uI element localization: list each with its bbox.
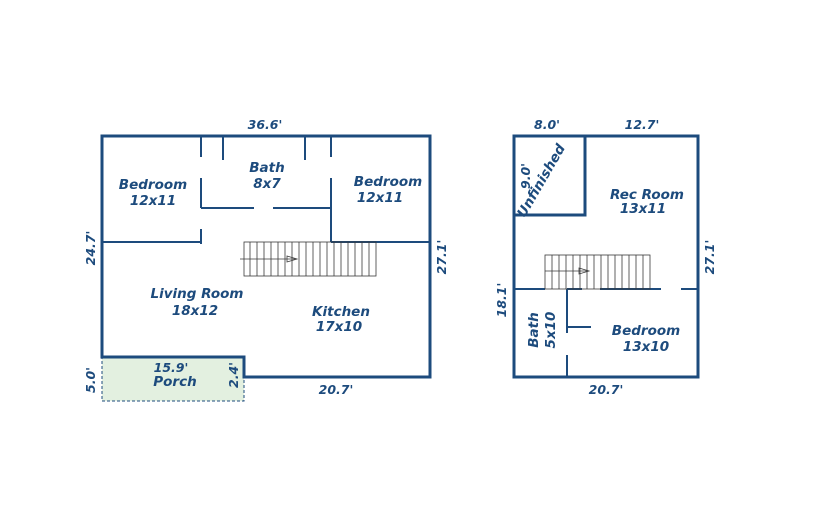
lower-floor-stairs xyxy=(544,254,651,290)
dim-porch-top: 15.9' xyxy=(154,360,189,375)
dim-lower-bottom: 20.7' xyxy=(589,382,624,397)
room-size-living-room: 18x12 xyxy=(172,303,218,319)
dim-main-left: 24.7' xyxy=(83,231,98,266)
room-name-bedroom-left: Bedroom xyxy=(119,177,187,193)
room-size-bedroom-right: 12x11 xyxy=(357,190,403,206)
room-size-lower-bedroom: 13x10 xyxy=(623,339,669,355)
room-size-bedroom-left: 12x11 xyxy=(130,193,176,209)
room-size-bath: 8x7 xyxy=(253,176,281,192)
main-floor-plan: Bedroom 12x11 Bath 8x7 Bedroom 12x11 Liv… xyxy=(83,117,449,402)
room-name-living-room: Living Room xyxy=(151,286,244,302)
main-floor-outer-wall xyxy=(100,134,432,379)
dim-porch-right: 2.4' xyxy=(226,362,241,388)
room-size-lower-bath: 5x10 xyxy=(543,312,559,349)
room-size-rec-room: 13x11 xyxy=(620,201,666,217)
dim-main-bottom: 20.7' xyxy=(319,382,354,397)
room-name-lower-bath: Bath xyxy=(526,312,542,347)
lower-floor-outer-wall xyxy=(512,134,700,379)
dim-lower-right: 27.1' xyxy=(702,240,717,275)
dim-lower-left: 18.1' xyxy=(494,283,509,318)
lower-floor-plan: Unfinished 9.0' Rec Room 13x11 Bath 5x10… xyxy=(494,117,717,397)
dim-main-top: 36.6' xyxy=(248,117,283,132)
dim-porch-left: 5.0' xyxy=(83,367,98,393)
room-name-bedroom-right: Bedroom xyxy=(354,174,422,190)
room-size-kitchen: 17x10 xyxy=(316,319,362,335)
main-floor-interior-walls xyxy=(102,136,430,244)
dim-lower-top-left: 8.0' xyxy=(534,117,560,132)
dim-unfinished: 9.0' xyxy=(518,163,533,189)
room-name-kitchen: Kitchen xyxy=(312,304,370,320)
dim-lower-top-right: 12.7' xyxy=(625,117,660,132)
room-name-rec-room: Rec Room xyxy=(610,187,684,203)
main-floor-stairs xyxy=(240,241,377,277)
dim-main-right: 27.1' xyxy=(434,240,449,275)
unfinished-area-wall xyxy=(512,134,587,217)
porch-area xyxy=(101,356,245,402)
room-name-bath: Bath xyxy=(249,160,284,176)
room-name-lower-bedroom: Bedroom xyxy=(612,323,680,339)
room-name-porch: Porch xyxy=(153,374,196,390)
